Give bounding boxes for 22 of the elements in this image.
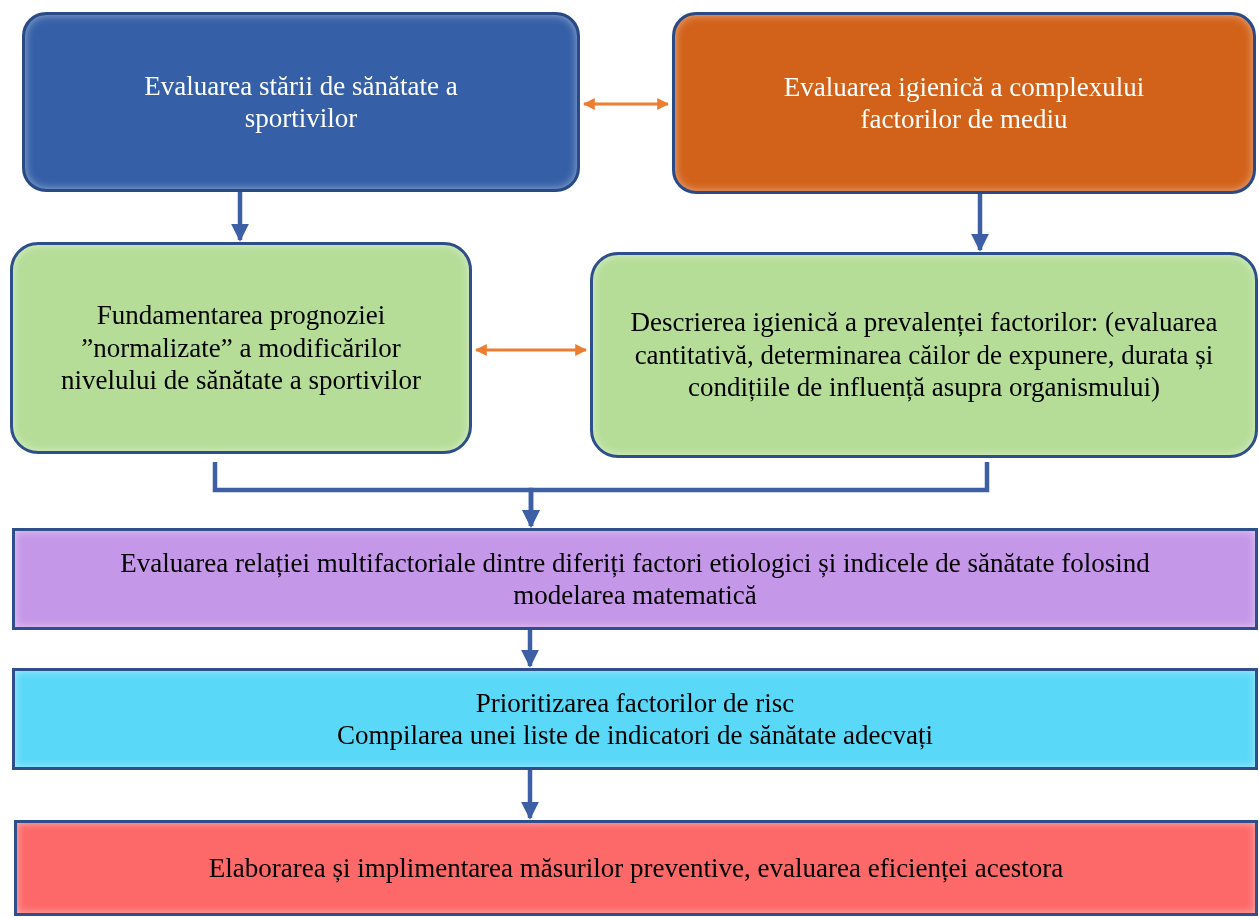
process-box (672, 12, 1256, 194)
arrow (521, 630, 539, 668)
process-box (590, 252, 1258, 458)
node-text: Evaluarea relației multifactoriale dintre diferiți factori etiologici și indicele de sănătate folosind modelarea matematică (119, 546, 1151, 612)
arrow (971, 194, 989, 252)
node-text: Fundamentarea prognoziei ”normalizate” a modificărilor nivelului de sănătate a sportivilor (60, 299, 422, 397)
process-box (10, 242, 472, 454)
node-text: Compilarea unei liste de indicatori de sănătate adecvați (337, 719, 933, 752)
node-text: Elaborarea și implimentarea măsurilor preventive, evaluarea eficienței acestora (208, 851, 1064, 885)
process-box (22, 12, 580, 192)
arrow (474, 344, 588, 356)
node-text: Evaluarea igienică a complexului factorilor de mediu (782, 70, 1146, 136)
node-text: Prioritizarea factorilor de risc (475, 686, 795, 719)
arrow (231, 192, 249, 242)
process-bar (14, 820, 1258, 916)
node-text: Evaluarea stării de sănătate a sportivilor (143, 69, 459, 135)
arrow (522, 462, 990, 528)
process-bar (12, 528, 1258, 630)
node-text: Descrierea igienică a prevalenței factorilor: (evaluarea cantitativă, determinarea căilor de expunere, durata și condițiile de influență asupra organismului) (629, 306, 1219, 404)
arrow (521, 770, 539, 820)
arrow (582, 98, 670, 110)
process-bar (12, 668, 1258, 770)
